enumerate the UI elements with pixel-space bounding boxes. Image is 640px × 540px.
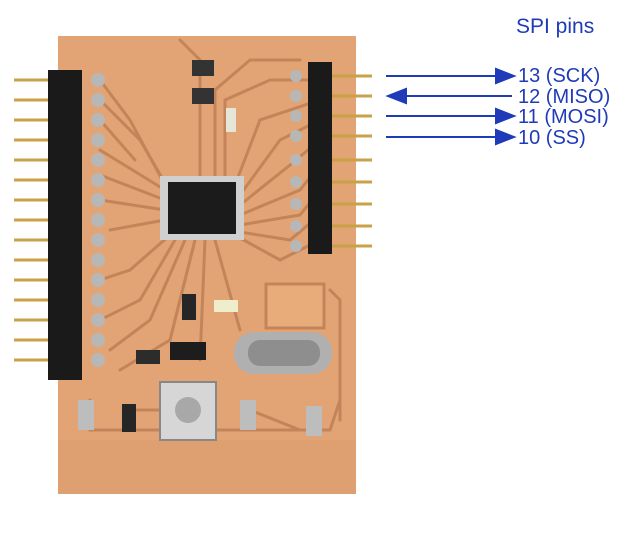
arrow-sck-head [495, 67, 517, 85]
jumper [170, 342, 206, 360]
pin-label-sck: 13 (SCK) [518, 65, 601, 87]
reset-push-button [159, 381, 217, 441]
right-pin-header [290, 62, 372, 254]
pin-label-mosi: 11 (MOSI) [518, 106, 609, 128]
arrow-miso-head [385, 87, 407, 105]
microcontroller-chip [160, 176, 244, 240]
pcb-lower-edge [58, 440, 356, 494]
pin-label-ss: 10 (SS) [518, 127, 586, 149]
spi-pins-title: SPI pins [516, 15, 595, 38]
smd-components [78, 60, 326, 436]
pin-label-miso: 12 (MISO) [518, 86, 611, 108]
spi-arrows [385, 67, 517, 146]
arrow-mosi-head [495, 107, 517, 125]
arrow-ss-head [495, 128, 517, 146]
crystal-oscillator [234, 332, 332, 374]
left-pin-header [14, 70, 105, 380]
